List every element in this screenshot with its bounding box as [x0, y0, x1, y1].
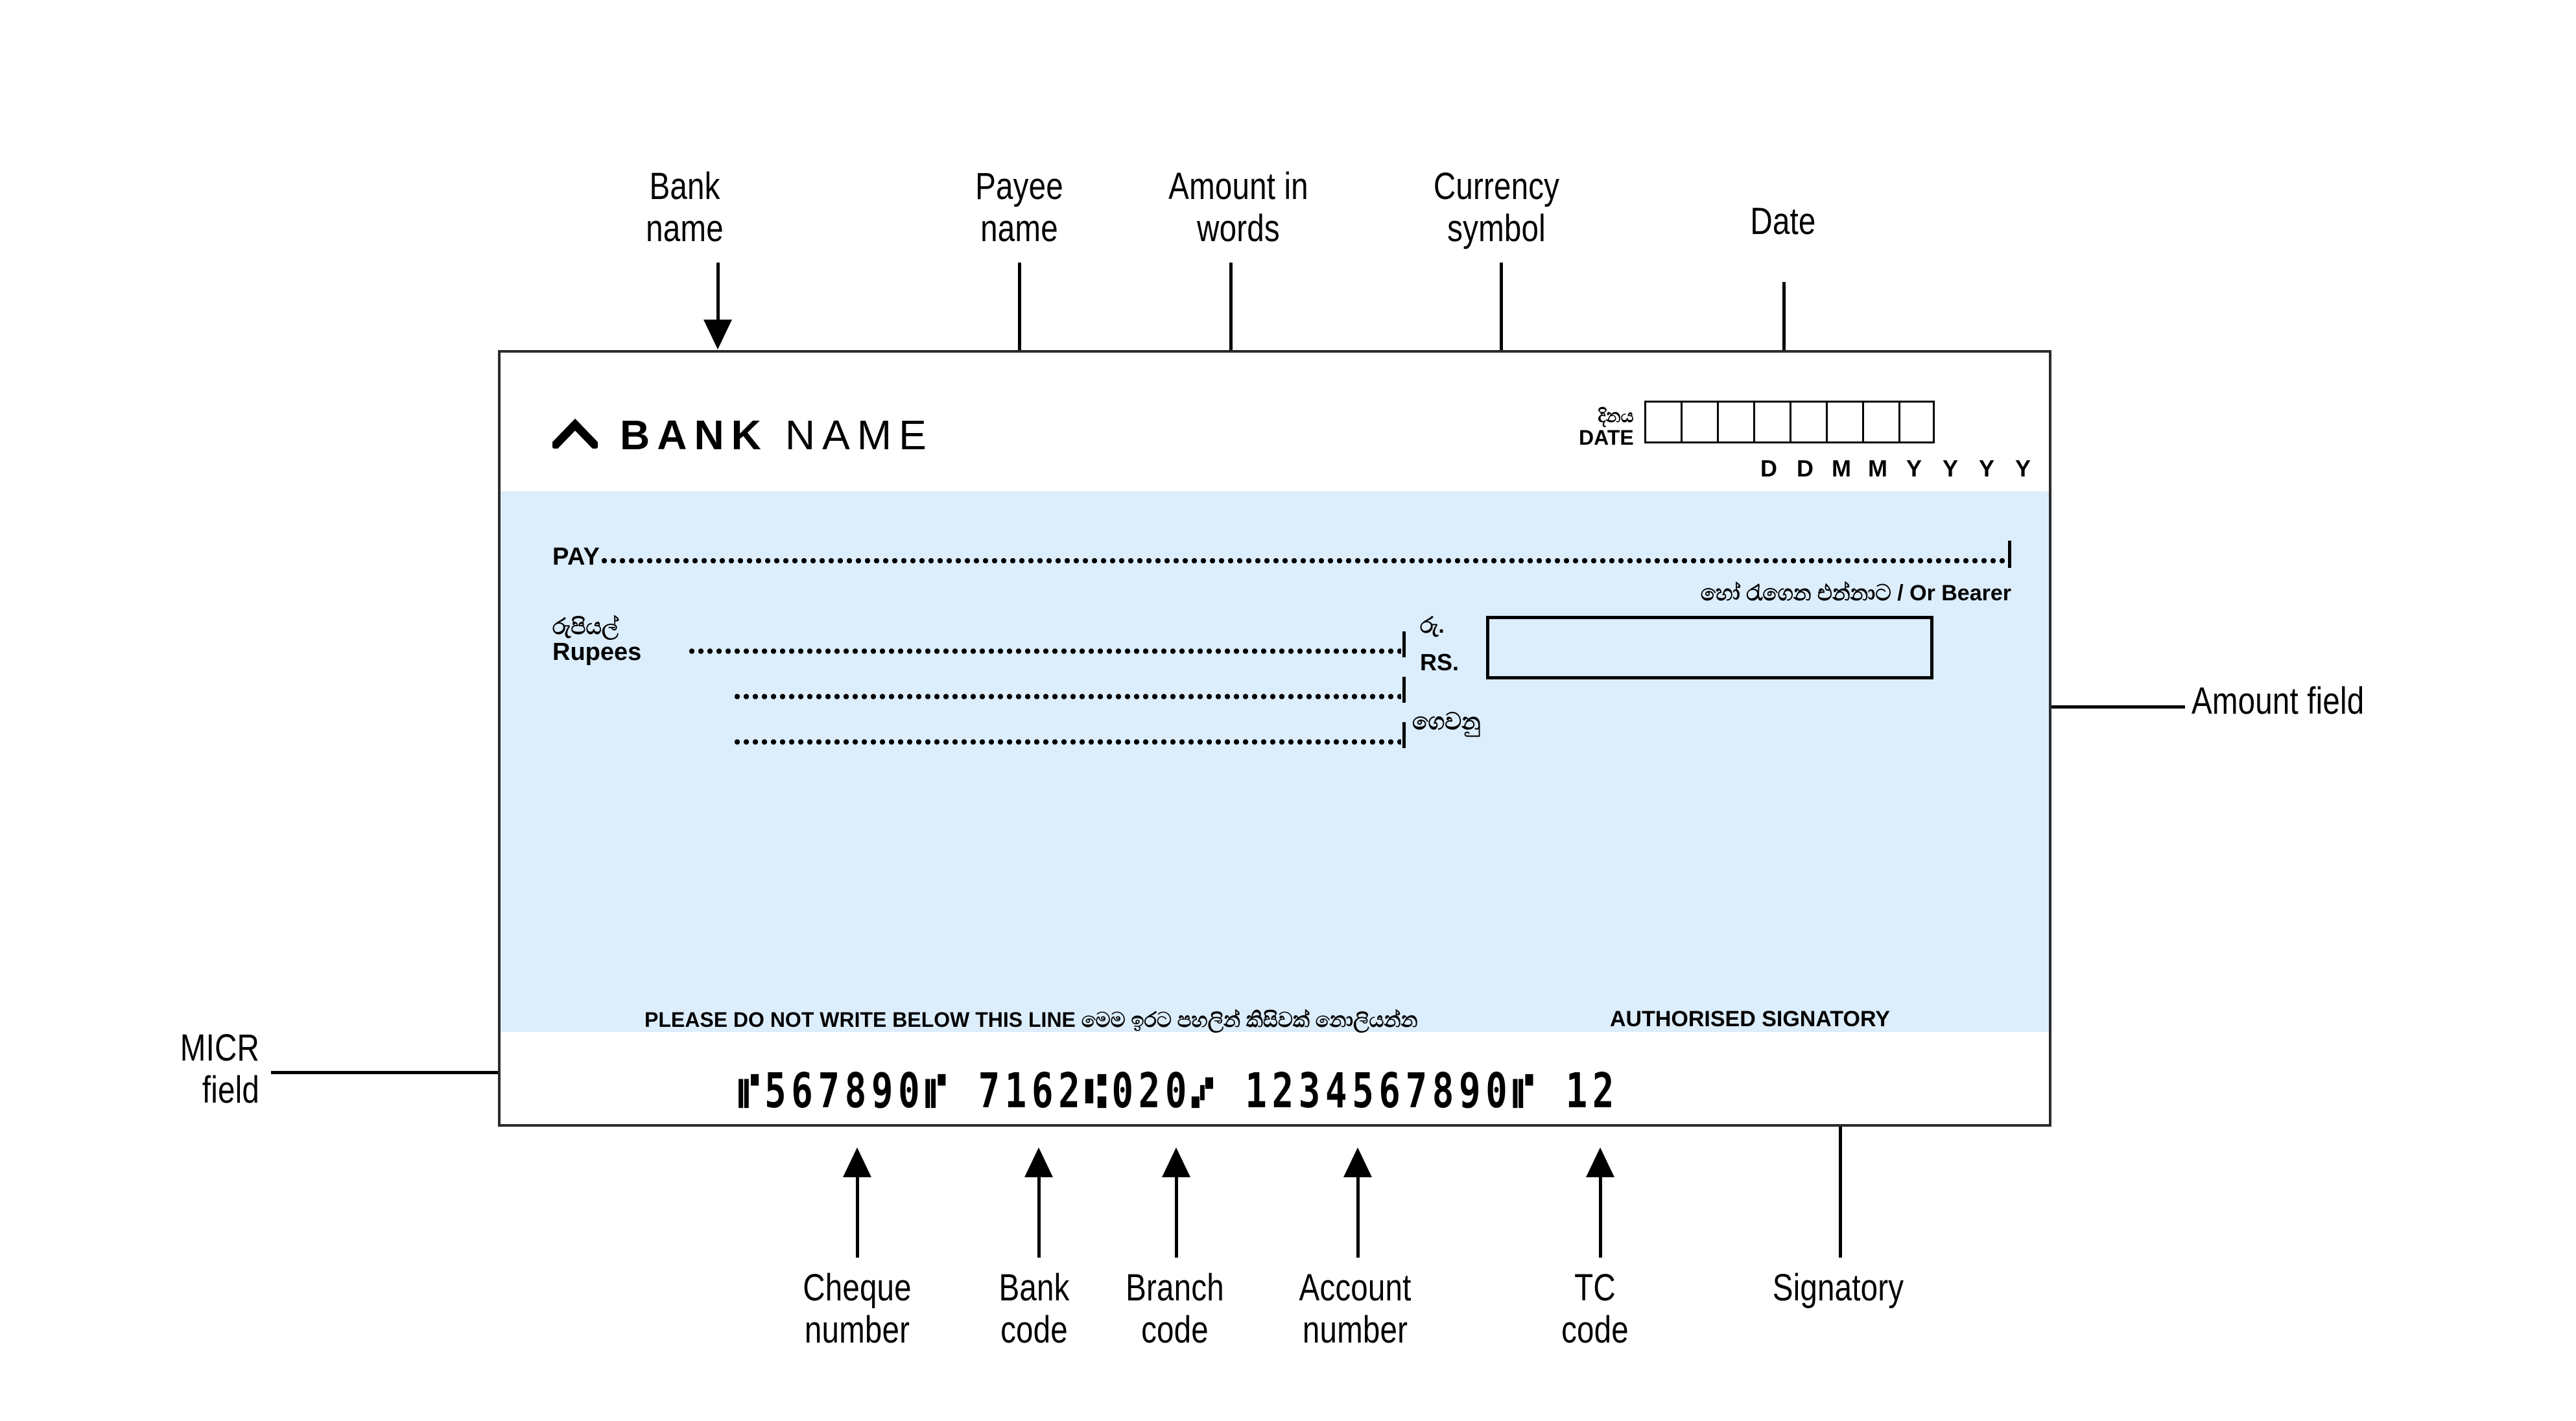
date-cell[interactable]	[1644, 401, 1681, 443]
payee-field-group[interactable]: PAY	[552, 541, 2011, 570]
date-cell[interactable]	[1898, 401, 1935, 443]
do-not-write-note: PLEASE DO NOT WRITE BELOW THIS LINE මෙම …	[644, 1008, 1418, 1031]
amount-words-line-3[interactable]	[733, 722, 1406, 748]
amount-words-input-line[interactable]	[733, 692, 1401, 701]
bank-name-light: NAME	[785, 412, 934, 458]
date-field-group: දිනය DATE	[1579, 401, 1935, 448]
currency-symbol-group: රු. RS.	[1420, 615, 1459, 674]
amount-words-line-2[interactable]	[733, 677, 1406, 703]
date-label: දිනය DATE	[1579, 401, 1634, 449]
date-boxes[interactable]	[1644, 401, 1935, 443]
date-cell[interactable]	[1753, 401, 1790, 443]
cheque-blue-band	[501, 491, 2049, 1032]
date-format-letter: M	[1868, 455, 1887, 482]
annotation-date: Date	[1750, 200, 1816, 242]
currency-symbol-english: RS.	[1420, 649, 1459, 675]
date-label-sinhala: දිනය	[1598, 406, 1634, 426]
date-format-letter: Y	[1978, 455, 1994, 482]
annotation-currency-symbol: Currency symbol	[1433, 165, 1560, 250]
amount-words-line-1[interactable]	[687, 631, 1406, 657]
pay-label: PAY	[552, 543, 600, 570]
date-label-english: DATE	[1579, 426, 1634, 449]
date-cell[interactable]	[1716, 401, 1753, 443]
or-bearer-text: හෝ රැගෙන එන්නාට / Or Bearer	[1700, 581, 2011, 605]
date-format-letter: Y	[1942, 455, 1958, 482]
bank-name-bold: BANK	[620, 412, 768, 458]
amount-words-input-line[interactable]	[687, 647, 1401, 655]
amount-words-input-line[interactable]	[733, 738, 1401, 746]
date-format-letter: D	[1760, 455, 1777, 482]
date-cell[interactable]	[1861, 401, 1898, 443]
payee-input-line[interactable]	[600, 556, 2007, 565]
bank-logo: BANK NAME	[549, 411, 934, 459]
annotation-payee-name: Payee name	[975, 165, 1063, 250]
amount-field-box[interactable]	[1486, 616, 1933, 679]
date-cell[interactable]	[1680, 401, 1717, 443]
annotation-tc-code: TC code	[1561, 1267, 1629, 1351]
annotation-signatory: Signatory	[1772, 1267, 1904, 1309]
rupees-label: රුපියල් Rupees	[552, 616, 641, 664]
payee-line-endcap	[2008, 541, 2011, 568]
cheque-document: BANK NAME දිනය DATE	[498, 350, 2051, 1127]
annotation-branch-code: Branch code	[1126, 1267, 1224, 1351]
date-format-letter: D	[1797, 455, 1814, 482]
date-format-letter: Y	[1906, 455, 1922, 482]
annotation-bank-code: Bank code	[998, 1267, 1070, 1351]
amount-words-line-endcap	[1402, 677, 1406, 703]
micr-code-line: ⑈567890⑈ 7162⑆020⑇ 1234567890⑈ 12	[738, 1063, 1620, 1120]
amount-words-line-endcap	[1402, 722, 1406, 748]
annotation-cheque-number: Cheque number	[803, 1267, 912, 1351]
date-format-letter: Y	[2015, 455, 2031, 482]
annotation-bank-name: Bank name	[646, 165, 724, 250]
rupees-label-english: Rupees	[552, 638, 642, 666]
date-cell[interactable]	[1825, 401, 1862, 443]
date-format-letter: M	[1832, 455, 1851, 482]
gewanu-sinhala-text: ගෙවනු	[1412, 708, 1481, 734]
date-cell[interactable]	[1789, 401, 1826, 443]
annotation-account-number: Account number	[1299, 1267, 1412, 1351]
annotation-amount-field: Amount field	[2192, 680, 2365, 722]
annotation-amount-in-words: Amount in words	[1168, 165, 1308, 250]
amount-words-line-endcap	[1402, 631, 1406, 657]
rupees-label-sinhala: රුපියල්	[552, 615, 619, 639]
annotation-micr-field: MICR field	[180, 1027, 259, 1111]
date-format-letters: D D M M Y Y Y Y	[1751, 455, 2041, 482]
currency-symbol-sinhala: රු.	[1420, 613, 1445, 638]
authorised-signatory-label: AUTHORISED SIGNATORY	[1610, 1007, 1890, 1031]
chevron-up-icon	[549, 418, 601, 452]
